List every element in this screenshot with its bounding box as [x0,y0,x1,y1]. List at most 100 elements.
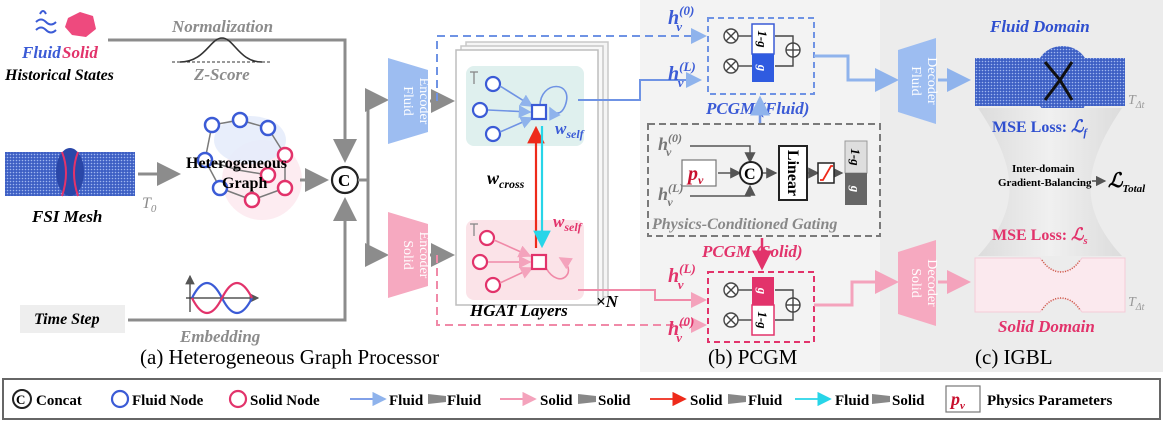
legend-fs-to: Solid [892,393,925,409]
hgat-solid-subgraph [470,223,573,294]
embedding-arrow [128,197,357,322]
time-step-label: Time Step [34,311,100,328]
solid-w-self-label: wself [553,212,583,234]
zscore-label: Z-Score [193,65,250,84]
legend-ff-connector [428,394,446,404]
pcgm-fluid-one-minus-g: 1-g [755,30,770,48]
pcgm-fluid-g: g [755,64,770,72]
pcgm-fluid-circuit [723,28,801,74]
pcgm-solid-g: g [755,287,770,295]
gating-concat-node [739,161,763,185]
solid-t-dt-label: TΔt [1128,295,1145,313]
panel-b-caption: (b) PCGM [708,345,798,369]
panel-a-caption: (a) Heterogeneous Graph Processor [140,345,439,369]
gating-g: g [848,185,863,193]
total-loss-label: ℒTotal [1108,170,1146,195]
pcgm-fluid-gate-bottom [752,54,774,82]
historical-states-label: Historical States [4,67,114,84]
pcgm-solid-box [707,271,815,343]
fluid-encoder-block [388,58,428,144]
legend-pv-label: pv [949,389,965,412]
legend-fluid-node-label: Fluid Node [132,393,204,409]
fluid-encoder-label-1: Fluid [400,86,415,116]
solid-encoder-label-2: Encoder [416,232,431,279]
fluid-t-dt-label: TΔt [1128,93,1145,111]
solid-encoder-label-1: Solid [400,240,415,270]
legend-fs-connector [872,394,890,404]
normalization-label: Normalization [171,17,273,36]
w-cross-label: wcross [487,168,525,191]
pcgm-fluid-label: PCGM (Fluid) [705,99,809,118]
solid-h0-label: h(0)v [668,314,694,345]
hgat-fluid-subgraph [470,71,568,143]
legend-fluid-node-icon [110,389,130,409]
heterogeneous-graph-icon [196,111,302,220]
heterogeneous-label-line1: Heterogeneous [186,155,287,172]
legend-ss-connector [578,394,596,404]
legend-concat-icon [12,389,32,409]
gaussian-curve-icon [179,37,263,63]
legend-concat-label: Concat [36,393,82,409]
concat-symbol: C [338,171,350,190]
gradient-balancing-band [978,108,1122,256]
t0-label: T0 [142,195,157,215]
legend-sf-connector [728,394,746,404]
gating-pv-box [681,159,717,187]
inter-domain-line1: Inter-domain [1012,163,1075,175]
fluid-domain-label: Fluid Domain [989,17,1090,36]
legend-ss-from: Solid [540,393,573,409]
solid-decoder-label-1: Solid [908,268,923,298]
sigmoid-curve [820,165,833,181]
hgat-fluid-output-arrow [578,72,702,101]
solid-decoder-block [898,240,936,326]
legend-ss-to: Solid [598,393,631,409]
gating-pv-label: pv [686,163,704,187]
concat-to-solid-encoder-arrow [365,180,389,267]
time-step-box [20,305,125,333]
pcgm-solid-label: PCGM (Solid) [701,242,803,261]
pcgm-solid-one-minus-g: 1-g [755,311,770,329]
gating-one-minus-g: 1-g [848,148,863,166]
fluid-hl-label: h(L)v [668,59,696,90]
gating-concat-symbol: C [744,166,756,183]
legend-solid-node-icon [228,389,248,409]
pcgm-fluid-to-decoder-arrow [814,54,899,92]
solid-decoder-label-2: Decoder [924,259,939,307]
heterogeneous-label-line2: Graph [222,175,267,192]
solid-domain-label: Solid Domain [998,317,1095,336]
solid-label: Solid [62,43,98,62]
solid-skip-connection [436,255,707,333]
inter-domain-line2: Gradient-Balancing [998,177,1092,189]
fluid-domain-image [975,46,1125,118]
fluid-wave-icon [35,10,57,34]
pcgm-solid-gate-top [752,277,774,305]
fluid-w-self-label: wself [555,119,585,141]
hgat-solid-output-arrow [578,289,707,308]
embedding-label: Embedding [179,327,261,346]
fluid-decoder-label-2: Decoder [924,57,939,105]
solid-encoder-block [388,212,428,298]
sinusoid-embedding-icon [185,274,260,315]
legend-ff-to: Fluid [447,393,482,409]
panel-c-caption: (c) IGBL [975,345,1053,369]
fluid-label: Fluid [21,43,61,62]
mse-loss-solid-label: MSE Loss: ℒs [992,225,1088,247]
gating-wires [690,145,844,197]
legend-solid-node-label: Solid Node [250,393,320,409]
pcgm-solid-circuit [723,282,801,328]
fluid-decoder-label-1: Fluid [908,66,923,96]
legend-sf-from: Solid [690,393,723,409]
fluid-decoder-block [898,38,936,124]
fluid-encoder-label-2: Encoder [416,78,431,125]
gating-gate-bottom [845,173,867,205]
times-n-label: ×N [596,292,619,311]
linear-label: Linear [784,150,801,196]
pcgm-solid-to-decoder-arrow [814,270,899,307]
hgat-layers-label: HGAT Layers [469,301,568,320]
legend-fs-from: Fluid [835,393,870,409]
solid-domain-image [974,257,1126,313]
linear-layer-block [778,145,808,201]
fluid-skip-connection [436,28,707,101]
